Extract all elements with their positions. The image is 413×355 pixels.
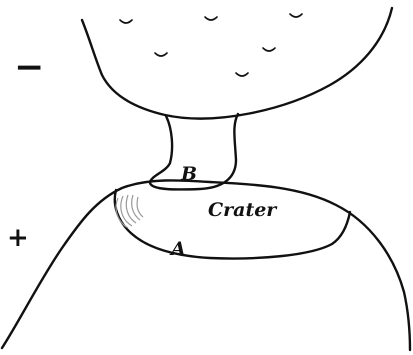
positive-sign: + [7,223,29,253]
electrode-texture-marks [120,14,302,76]
label-a: A [169,238,186,260]
label-crater: Crater [208,199,278,221]
crater-glow-shading [116,195,143,228]
positive-electrode-outline [2,180,410,350]
label-b: B [180,163,197,185]
negative-electrode-outline [82,8,392,119]
negative-sign: − [14,46,44,88]
